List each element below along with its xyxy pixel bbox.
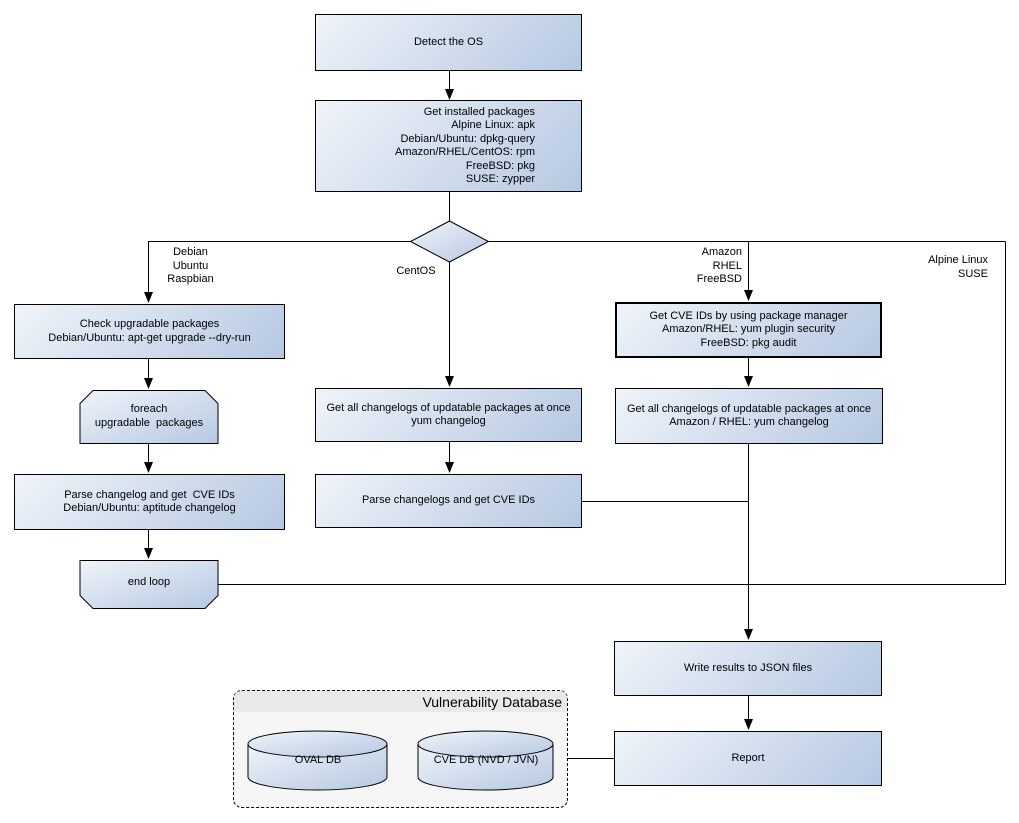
branch-label-amazon: Amazon RHEL FreeBSD — [696, 246, 742, 285]
label-cve-db: CVE DB (NVD / JVN) — [433, 754, 539, 767]
node-parse-changelogs: Parse changelogs and get CVE IDs — [315, 474, 582, 528]
node-report: Report — [614, 731, 882, 786]
branch-label-alpine: Alpine Linux SUSE — [928, 254, 988, 280]
node-get-cve-ids-package-manager: Get CVE IDs by using package manager Ama… — [615, 302, 882, 358]
node-get-changelogs-amazon: Get all changelogs of updatable packages… — [615, 388, 883, 444]
node-parse-changelog-debian: Parse changelog and get CVE IDs Debian/U… — [14, 474, 285, 530]
node-detect-os: Detect the OS — [315, 14, 582, 71]
label-foreach-loop: foreach upgradable packages — [94, 403, 204, 429]
node-write-results-json: Write results to JSON files — [614, 641, 882, 696]
node-get-installed-packages: Get installed packages Alpine Linux: apk… — [315, 100, 582, 192]
decision-diamond — [409, 220, 490, 263]
label-end-loop: end loop — [127, 576, 171, 589]
branch-label-centos: CentOS — [396, 265, 436, 277]
node-get-changelogs-yum: Get all changelogs of updatable packages… — [315, 388, 582, 442]
node-check-upgradable-packages: Check upgradable packages Debian/Ubuntu:… — [14, 304, 285, 359]
label-oval-db: OVAL DB — [294, 754, 342, 767]
branch-label-debian: Debian Ubuntu Raspbian — [167, 246, 214, 285]
vulnerability-database-title: Vulnerability Database — [422, 693, 562, 710]
vulnerability-database-header: Vulnerability Database — [234, 691, 567, 712]
